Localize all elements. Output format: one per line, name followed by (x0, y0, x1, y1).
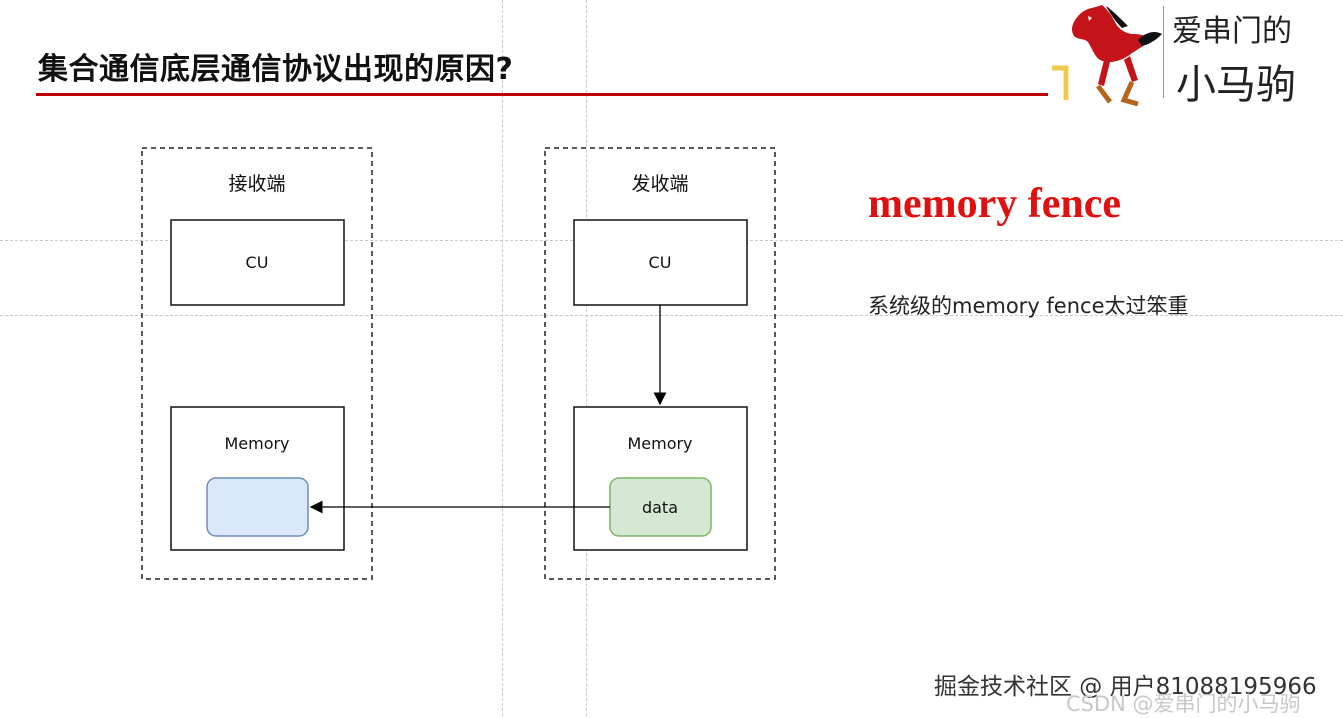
receiver-group: 接收端 CU Memory (141, 147, 373, 580)
horse-body (1072, 5, 1154, 63)
horse-mane (1106, 6, 1128, 28)
csdn-watermark: CSDN @爱串门的小马驹 (1066, 692, 1301, 716)
sender-label: 发收端 (631, 173, 688, 195)
receiver-cu-label: CU (246, 253, 269, 272)
sender-cu-label: CU (649, 253, 672, 272)
sender-container (544, 147, 776, 580)
guide-line (586, 0, 587, 716)
title-underline (36, 93, 1048, 96)
logo-bracket (1052, 65, 1069, 100)
sender-group: 发收端 CU Memory data (544, 147, 776, 580)
horse-leg-front (1098, 60, 1110, 86)
guide-line (502, 0, 503, 716)
logo-leg-mark (1096, 80, 1139, 106)
slide-title: 集合通信底层通信协议出现的原因? (38, 52, 514, 87)
logo-text-line1: 爱串门的 (1172, 14, 1292, 49)
receiver-label: 接收端 (228, 173, 285, 195)
sender-memory-label: Memory (627, 434, 692, 453)
receiver-cu-box (170, 219, 345, 306)
horse-eye (1088, 16, 1092, 21)
headline-memory-fence: memory fence (868, 181, 1122, 227)
logo-text-line2: 小马驹 (1176, 62, 1296, 108)
juejin-watermark: 掘金技术社区 @ 用户81088195966 (934, 674, 1317, 700)
receiver-buffer (206, 477, 309, 537)
sender-data-label: data (642, 498, 678, 517)
receiver-memory-label: Memory (224, 434, 289, 453)
horse-logo-icon (1052, 5, 1162, 106)
memory-fence-description: 系统级的memory fence太过笨重 (868, 294, 1189, 318)
horse-leg-back (1124, 56, 1138, 82)
receiver-container (141, 147, 373, 580)
guide-line (0, 315, 1343, 316)
logo-separator (1163, 6, 1164, 98)
horse-tail (1138, 32, 1162, 46)
